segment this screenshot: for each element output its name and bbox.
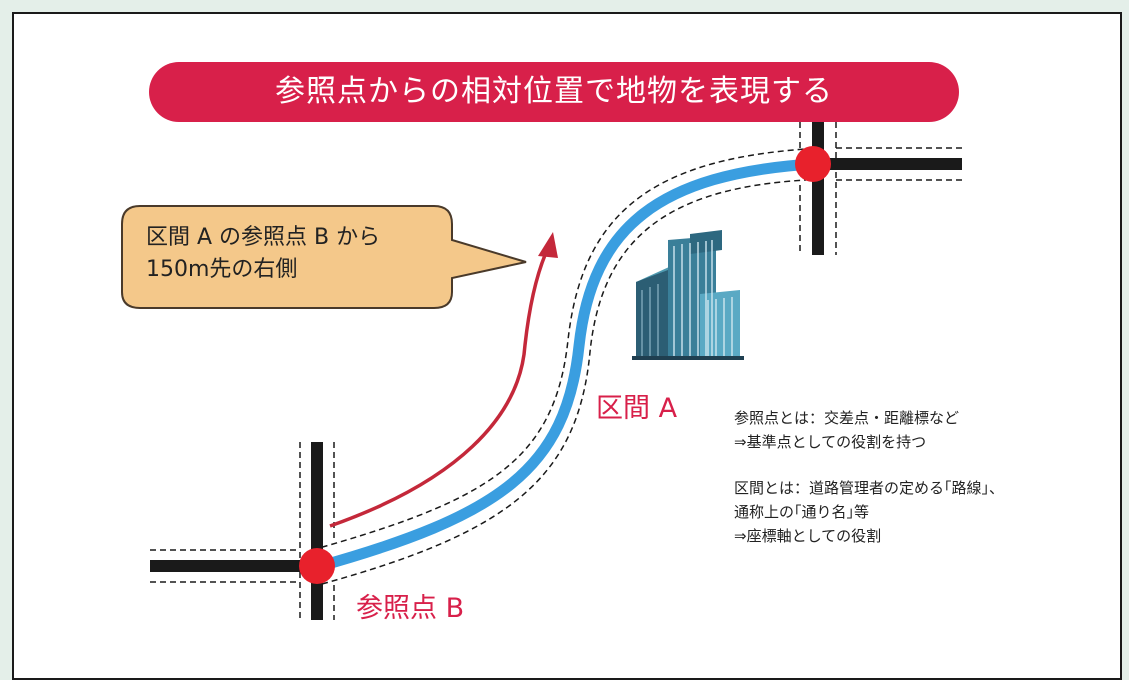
reference-point-b-label: 参照点 B <box>356 593 465 624</box>
reference-point-b-marker <box>299 548 335 584</box>
callout-line-1: 区間 A の参照点 B から <box>146 225 381 250</box>
reference-point-top-marker <box>795 146 831 182</box>
offset-arrow <box>329 232 558 528</box>
section-a-road <box>311 148 813 585</box>
diagram-title: 参照点からの相対位置で地物を表現する <box>149 62 959 122</box>
intersection-top <box>799 122 962 255</box>
intersection-b <box>150 442 335 620</box>
callout-text: 区間 A の参照点 B から 150m先の右側 <box>146 222 436 286</box>
reference-note-line-1: 参照点とは：交差点・距離標など <box>734 409 960 427</box>
section-note: 区間とは：道路管理者の定める｢路線｣、 通称上の｢通り名｣等 ⇒座標軸としての役… <box>734 476 1004 548</box>
reference-note-line-2: ⇒基準点としての役割を持つ <box>734 433 927 451</box>
building-icon <box>632 230 744 360</box>
section-note-line-3: ⇒座標軸としての役割 <box>734 527 882 545</box>
reference-point-note: 参照点とは：交差点・距離標など ⇒基準点としての役割を持つ <box>734 406 959 454</box>
callout-bubble <box>121 205 527 309</box>
callout-line-2: 150m先の右側 <box>146 257 298 282</box>
section-note-line-2: 通称上の｢通り名｣等 <box>734 503 870 521</box>
section-a-label: 区間 A <box>596 393 678 424</box>
section-note-line-1: 区間とは：道路管理者の定める｢路線｣、 <box>734 479 1005 497</box>
